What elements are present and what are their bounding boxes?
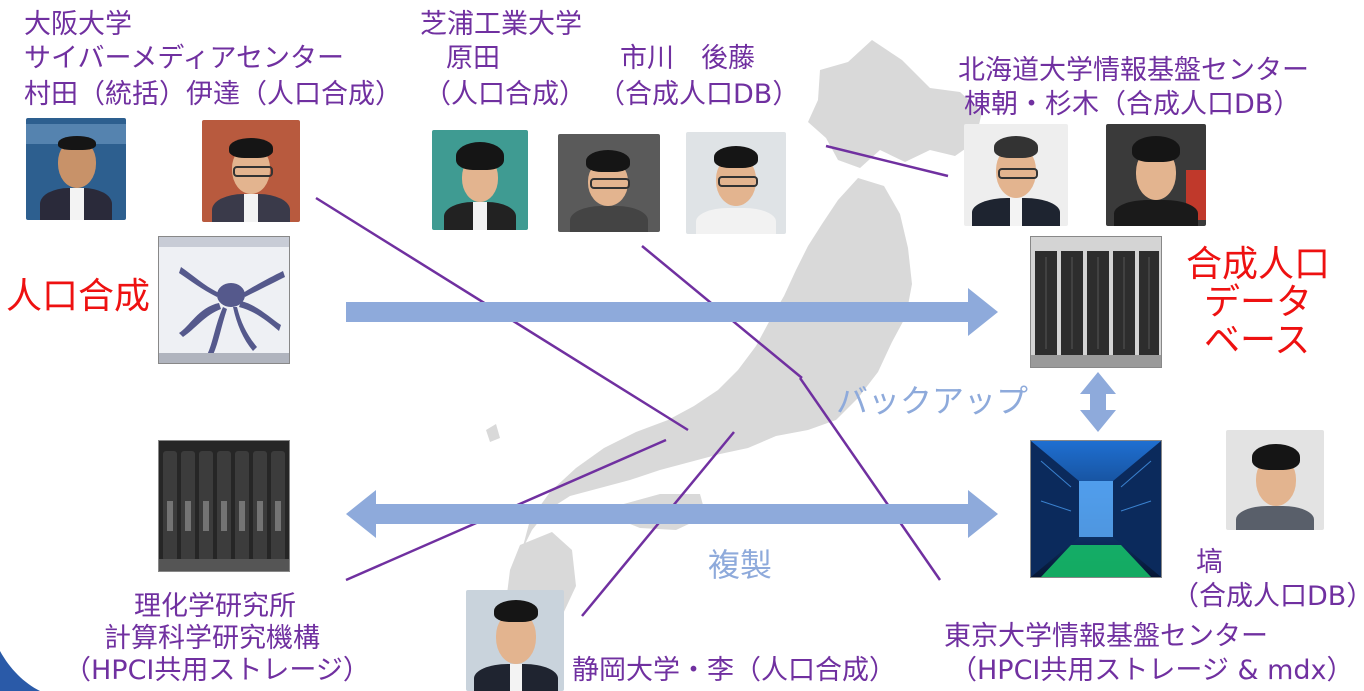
murata-photo	[26, 118, 126, 220]
connector-line	[825, 144, 949, 178]
replication-label: 複製	[708, 546, 773, 584]
tokyo-center-label: 東京大学情報基盤センター	[944, 621, 1268, 652]
synthetic-db-line3: ベース	[1204, 320, 1311, 361]
goto-photo	[686, 132, 786, 234]
date-photo	[202, 120, 300, 222]
backup-label: バックアップ	[836, 382, 1029, 420]
connector-line	[798, 377, 942, 581]
corner-decoration	[0, 651, 40, 691]
octopus-mural-supercomputer	[158, 236, 290, 364]
tokyo-storage-label: （HPCI共用ストレージ & mdx）	[950, 655, 1354, 686]
ichikawa-goto-label: 市川 後藤	[620, 43, 755, 74]
sync-right-arrow	[346, 288, 998, 336]
population-synthesis-label: 人口合成	[6, 276, 151, 317]
k-computer-racks	[158, 440, 290, 572]
riken-line1: 理化学研究所	[134, 591, 296, 622]
hanawa-role-label: （合成人口DB）	[1172, 581, 1364, 612]
hanawa-photo	[1226, 430, 1324, 530]
synthetic-db-line1: 合成人口	[1186, 244, 1331, 285]
harada-photo	[432, 130, 528, 230]
hokkaido-center-label: 北海道大学情報基盤センター	[958, 55, 1309, 86]
shizuoka-label: 静岡大学・李（人口合成）	[572, 655, 896, 686]
osaka-people-label: 村田（統括）伊達（人口合成）	[24, 79, 402, 110]
ichikawa-goto-role-label: （合成人口DB）	[598, 79, 800, 110]
server-racks	[1030, 236, 1162, 368]
osaka-university-label: 大阪大学	[24, 9, 132, 40]
hokkaido-person1-photo	[964, 124, 1068, 226]
riken-line2: 計算科学研究機構	[104, 623, 320, 654]
blue-lit-server-aisle	[1030, 440, 1162, 578]
hokkaido-people-label: 棟朝・杉木（合成人口DB）	[964, 89, 1301, 120]
shibaura-university-label: 芝浦工業大学	[420, 9, 582, 40]
riken-line3: （HPCI共用ストレージ）	[64, 655, 370, 686]
hanawa-label: 塙	[1196, 547, 1223, 578]
li-photo	[466, 590, 564, 691]
osaka-center-label: サイバーメディアセンター	[24, 43, 344, 74]
hokkaido-person2-photo	[1106, 124, 1206, 226]
ichikawa-photo	[558, 134, 660, 232]
synthetic-db-line2: データ	[1204, 282, 1313, 323]
backup-double-arrow	[1080, 372, 1116, 432]
harada-role-label: （人口合成）	[424, 79, 586, 110]
harada-label: 原田	[446, 43, 500, 74]
replication-double-arrow	[346, 490, 998, 538]
